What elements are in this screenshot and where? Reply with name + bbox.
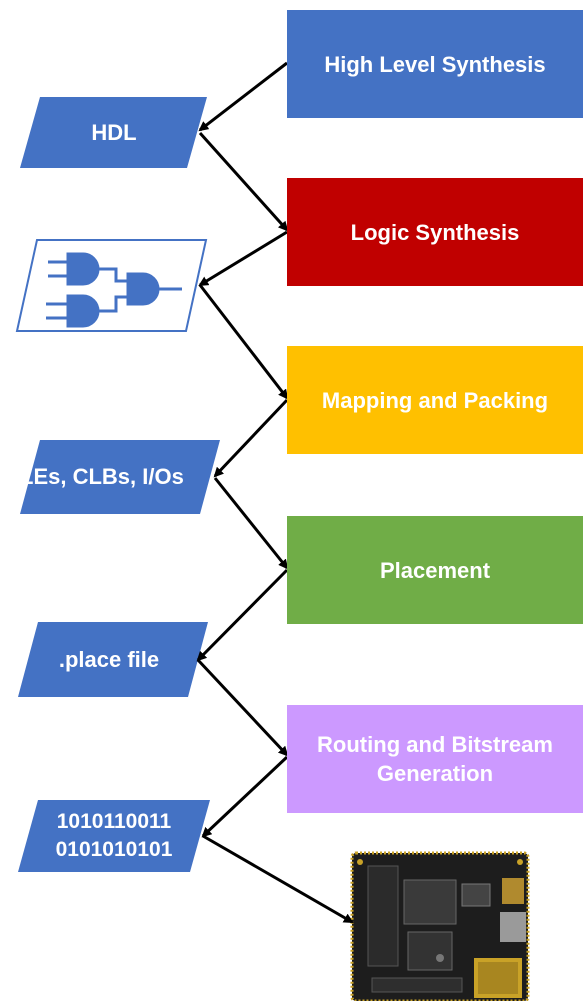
artifact-bits-shape xyxy=(18,800,210,872)
step-routing-and-bitstream: Routing and Bitstream Generation xyxy=(287,705,583,813)
artifact-place-shape xyxy=(18,622,208,697)
artifact-bits-text: 1010110011 0101010101 xyxy=(55,810,173,861)
step-high-level-synthesis-label: High Level Synthesis xyxy=(324,51,546,77)
logic-gates-icon xyxy=(46,252,182,328)
arrow-gates-to-mapping xyxy=(198,284,289,400)
step-placement-label: Placement xyxy=(379,557,491,583)
arrow-placement-to-place xyxy=(196,568,289,662)
artifact-les-label: LEs, CLBs, I/Os xyxy=(14,440,226,514)
artifact-place-text: .place file xyxy=(58,646,160,672)
arrow-place-to-routing xyxy=(196,658,289,757)
step-high-level-synthesis: High Level Synthesis xyxy=(287,10,583,118)
arrow-les-to-placement xyxy=(213,477,289,570)
step-routing-and-bitstream-label: Routing and Bitstream Generation xyxy=(317,732,553,786)
arrow-routing-to-bits xyxy=(201,755,289,838)
artifact-hdl-text: HDL xyxy=(91,119,137,145)
artifact-bits-label: 1010110011 0101010101 xyxy=(26,800,202,872)
step-placement: Placement xyxy=(287,516,583,624)
artifact-hdl-label: HDL xyxy=(40,97,188,168)
artifact-les-shape xyxy=(20,440,220,514)
step-mapping-and-packing: Mapping and Packing xyxy=(287,346,583,454)
arrow-hls-to-hdl xyxy=(198,61,288,132)
arrow-mapping-to-les xyxy=(213,398,289,478)
fpga-board-image xyxy=(350,851,530,1001)
step-logic-synthesis: Logic Synthesis xyxy=(287,178,583,286)
arrow-bits-to-board xyxy=(202,834,354,924)
artifact-place-label: .place file xyxy=(34,622,184,697)
arrow-logic-to-gates xyxy=(198,230,288,287)
artifact-gates-shape xyxy=(15,239,208,332)
step-logic-synthesis-label: Logic Synthesis xyxy=(350,219,520,245)
artifact-hdl-shape xyxy=(20,97,207,168)
artifact-les-text: LEs, CLBs, I/Os xyxy=(20,464,184,489)
flow-arrows xyxy=(196,61,354,924)
arrow-hdl-to-logic xyxy=(198,131,289,232)
step-mapping-and-packing-label: Mapping and Packing xyxy=(321,387,549,413)
